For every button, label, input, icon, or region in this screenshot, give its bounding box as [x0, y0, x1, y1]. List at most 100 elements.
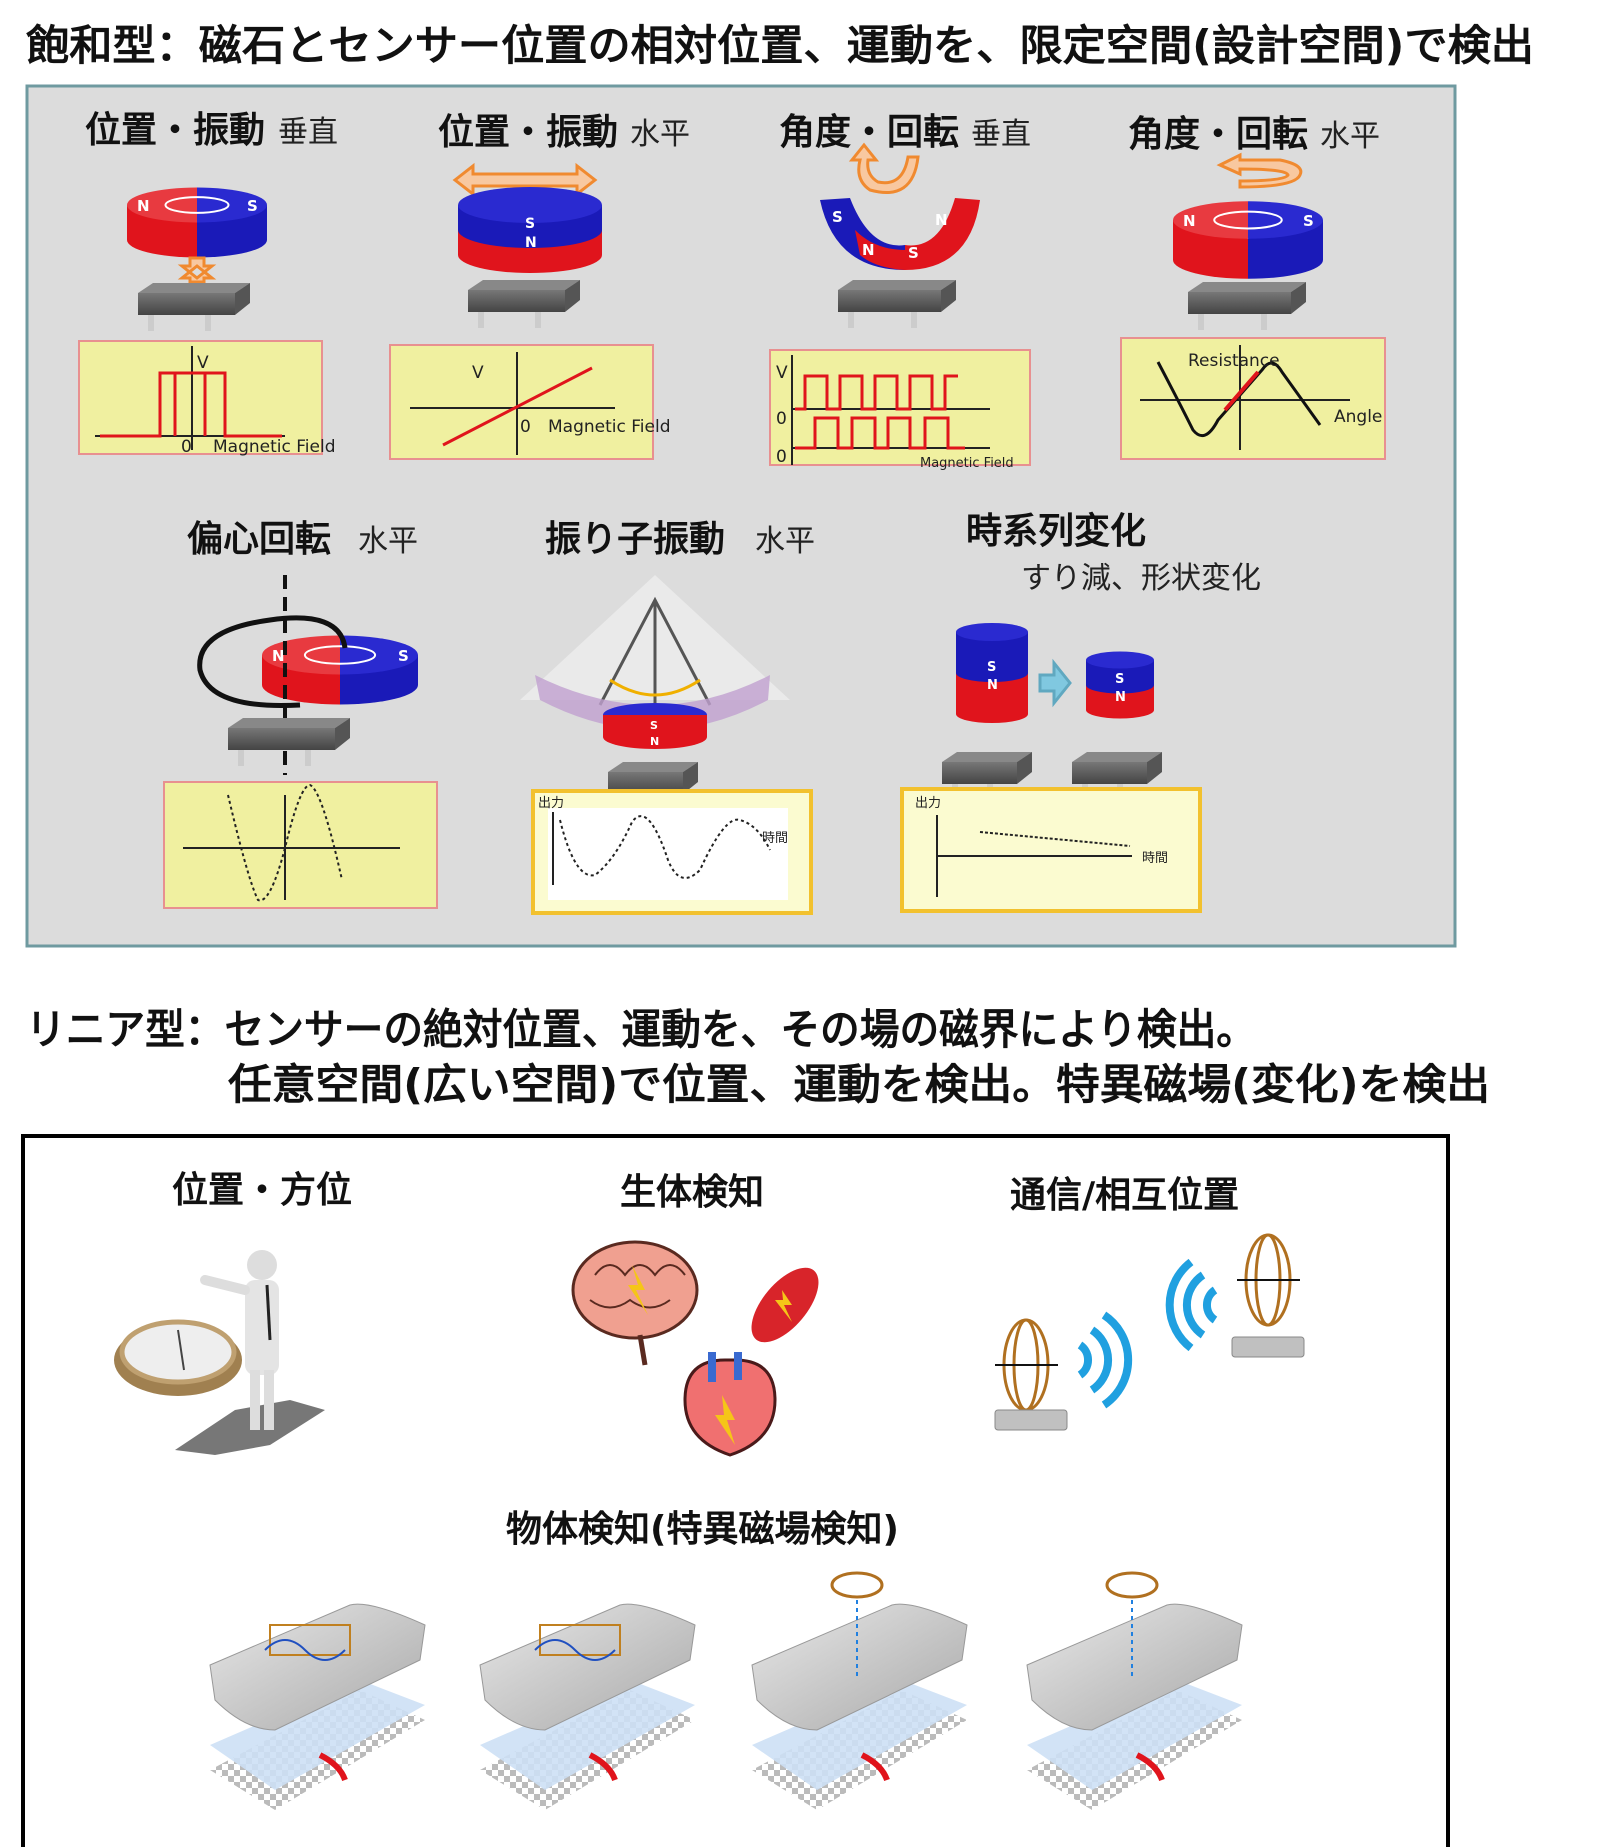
svg-text:V: V	[776, 363, 788, 383]
svg-text:位置・振動: 位置・振動	[438, 112, 618, 153]
sensor-chip	[608, 762, 698, 810]
svg-text:Magnetic Field: Magnetic Field	[548, 417, 671, 437]
phone-object-detection	[1026, 1571, 1243, 1810]
sensor-chip	[1188, 282, 1306, 330]
chart-eccentric	[163, 781, 438, 909]
svg-text:Angle: Angle	[1334, 407, 1382, 427]
svg-text:S: S	[1303, 212, 1314, 230]
svg-text:0: 0	[776, 447, 787, 467]
svg-text:N: N	[525, 235, 537, 251]
pendulum-illustration: SN	[520, 575, 790, 749]
brain-icon	[571, 1240, 699, 1366]
svg-text:N: N	[1115, 690, 1126, 705]
sensor-chip	[838, 280, 956, 328]
chart-linear: V 0 Magnetic Field	[389, 344, 671, 460]
svg-text:S: S	[1115, 672, 1124, 687]
coil-icon	[1237, 1233, 1300, 1327]
label-time-series: 時系列変化 すり減、形状変化	[966, 510, 1261, 596]
wifi-icon	[1077, 1311, 1133, 1409]
wifi-icon	[1165, 1258, 1218, 1352]
svg-text:N: N	[1183, 212, 1196, 230]
svg-text:角度・回転: 角度・回転	[779, 112, 959, 153]
label-angle-rotation-vertical: 角度・回転 垂直	[779, 112, 1031, 153]
compass-person-illustration	[114, 1250, 325, 1455]
svg-text:時間: 時間	[1142, 851, 1168, 866]
label-angle-rotation-horizontal: 角度・回転 水平	[1128, 114, 1380, 155]
magnet: SN	[956, 623, 1028, 723]
svg-text:偏心回転: 偏心回転	[187, 519, 331, 560]
sensor-device	[994, 1409, 1068, 1431]
magnet: SN	[1086, 651, 1154, 719]
sensor-device	[1231, 1336, 1305, 1358]
label-bio-detection: 生体検知	[620, 1172, 764, 1213]
svg-text:N: N	[137, 197, 150, 215]
label-position-vibration-vertical: 位置・振動 垂直	[85, 110, 338, 151]
label-object-detection: 物体検知(特異磁場検知)	[506, 1509, 899, 1550]
phone-object-detection	[751, 1571, 968, 1810]
linear-title-line2: 任意空間(広い空間)で位置、運動を検出。特異磁場(変化)を検出	[228, 1060, 1490, 1109]
rotate-arrow-icon	[848, 142, 920, 195]
muscle-icon	[751, 1267, 819, 1343]
svg-text:水平: 水平	[755, 524, 815, 559]
chart-resistance-angle: Resistance Angle	[1120, 337, 1386, 460]
svg-text:0: 0	[520, 417, 531, 437]
svg-text:角度・回転: 角度・回転	[1128, 114, 1308, 155]
label-eccentric-rotation: 偏心回転 水平	[187, 519, 418, 560]
svg-text:垂直: 垂直	[971, 117, 1031, 152]
phone-object-detection	[209, 1603, 426, 1810]
phone-object-detection	[479, 1603, 696, 1810]
saturation-title: 飽和型：磁石とセンサー位置の相対位置、運動を、限定空間(設計空間)で検出	[26, 21, 1534, 70]
magnet: SN	[458, 187, 602, 273]
chart-time-series: 出力 時間	[900, 787, 1202, 913]
svg-text:0: 0	[776, 409, 787, 429]
horizontal-arrow-icon	[452, 162, 598, 198]
svg-text:Magnetic Field: Magnetic Field	[213, 437, 336, 457]
svg-text:Magnetic Field: Magnetic Field	[920, 456, 1014, 471]
svg-text:S: S	[987, 660, 996, 675]
chart-pulse: V 0 0 Magnetic Field	[769, 349, 1031, 471]
svg-text:垂直: 垂直	[278, 115, 338, 150]
svg-text:N: N	[935, 211, 948, 229]
chart-pendulum: 出力 時間	[531, 789, 813, 915]
svg-text:位置・振動: 位置・振動	[85, 110, 265, 151]
svg-text:Resistance: Resistance	[1188, 351, 1280, 371]
sensor-chip	[138, 283, 250, 331]
svg-text:S: S	[908, 244, 919, 262]
svg-text:水平: 水平	[358, 524, 418, 559]
svg-text:出力: 出力	[915, 796, 941, 811]
svg-text:N: N	[272, 647, 285, 665]
svg-text:時系列変化: 時系列変化	[966, 510, 1146, 552]
svg-text:時間: 時間	[762, 831, 788, 846]
svg-text:N: N	[987, 678, 998, 693]
svg-text:S: S	[650, 719, 658, 732]
svg-text:V: V	[472, 363, 484, 383]
label-position-direction: 位置・方位	[172, 1170, 352, 1211]
svg-text:S: S	[247, 197, 258, 215]
label-pendulum-vibration: 振り子振動 水平	[545, 519, 815, 560]
svg-text:N: N	[650, 735, 659, 748]
sensor-chip	[228, 718, 350, 766]
svg-text:0: 0	[181, 437, 192, 457]
rotate-arrow-icon	[1216, 152, 1303, 189]
svg-text:S: S	[832, 208, 843, 226]
svg-text:V: V	[197, 353, 209, 373]
svg-text:S: S	[525, 216, 535, 232]
svg-text:N: N	[862, 241, 875, 259]
svg-text:水平: 水平	[1320, 119, 1380, 154]
svg-text:振り子振動: 振り子振動	[545, 519, 725, 560]
vertical-arrow-icon	[177, 256, 217, 284]
svg-text:出力: 出力	[538, 796, 564, 811]
sensor-chip	[468, 280, 580, 328]
heart-icon	[683, 1352, 777, 1457]
svg-text:S: S	[398, 647, 409, 665]
svg-text:水平: 水平	[630, 117, 690, 152]
shrink-arrow-icon	[1038, 658, 1072, 708]
label-communication: 通信/相互位置	[1010, 1175, 1239, 1216]
label-position-vibration-horizontal: 位置・振動 水平	[438, 112, 690, 153]
linear-title-line1: リニア型：センサーの絶対位置、運動を、その場の磁界により検出。	[26, 1005, 1256, 1054]
